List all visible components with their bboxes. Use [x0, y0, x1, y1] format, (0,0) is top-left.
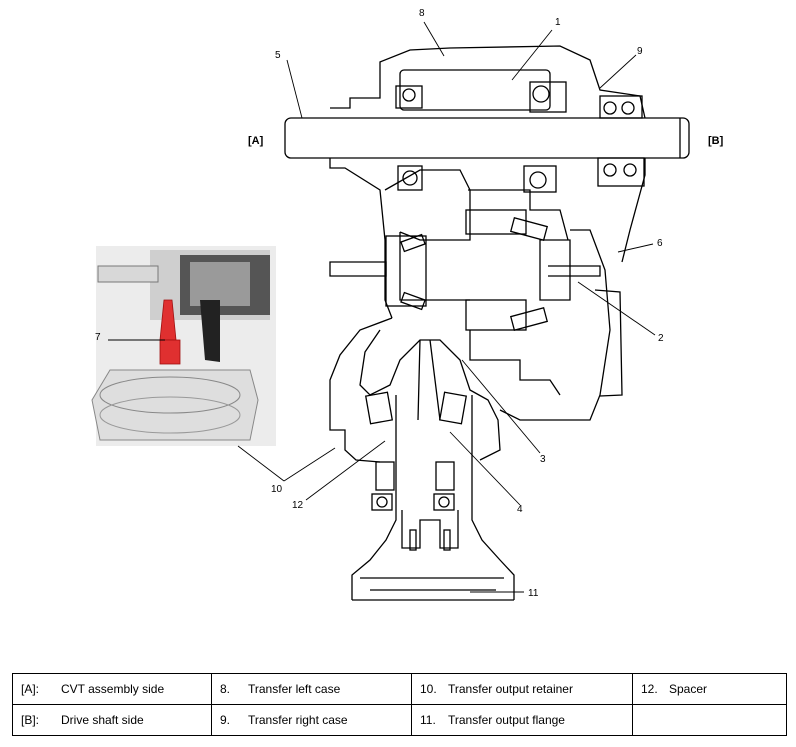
legend-cell: 11. Transfer output flange: [411, 704, 633, 736]
legend-key: 11.: [420, 713, 436, 727]
callout-1: 1: [555, 17, 561, 28]
callout-11: 11: [528, 588, 539, 599]
callout-10: 10: [271, 484, 283, 495]
callout-9: 9: [637, 46, 643, 57]
legend-text: Spacer: [669, 682, 708, 696]
legend-cell: 8. Transfer left case: [211, 673, 412, 705]
legend-text: CVT assembly side: [61, 682, 165, 696]
inset-detail: [91, 246, 276, 446]
gear-housing: [329, 169, 623, 421]
legend-key: [B]:: [21, 713, 40, 727]
legend-cell: [632, 704, 787, 736]
legend-text: Drive shaft side: [61, 713, 144, 727]
legend-key: 9.: [220, 713, 231, 727]
legend-key: 10.: [420, 682, 437, 696]
legend-cell: 10. Transfer output retainer: [411, 673, 633, 705]
legend-key: 12.: [641, 682, 658, 696]
legend-cell: [A]: CVT assembly side: [12, 673, 212, 705]
callout-4: 4: [517, 504, 523, 515]
legend-text: Transfer output retainer: [448, 682, 573, 696]
upper-housing: [329, 45, 646, 263]
side-b-label: [B]: [708, 135, 724, 147]
callout-2: 2: [658, 333, 664, 344]
legend-text: Transfer output flange: [448, 713, 565, 727]
legend-text: Transfer right case: [248, 713, 348, 727]
callout-8: 8: [419, 8, 425, 19]
callout-5: 5: [275, 50, 281, 61]
main-shaft: [284, 117, 690, 159]
callout-7: 7: [95, 332, 101, 343]
callout-3: 3: [540, 454, 546, 465]
legend-cell: 12. Spacer: [632, 673, 787, 705]
side-a-label: [A]: [248, 135, 264, 147]
legend-text: Transfer left case: [248, 682, 341, 696]
legend-key: [A]:: [21, 682, 40, 696]
callout-11-12: 12: [292, 500, 304, 511]
legend-key: 8.: [220, 682, 231, 696]
lower-output-assembly: [329, 317, 515, 601]
legend-cell: [B]: Drive shaft side: [12, 704, 212, 736]
leader-lines: [108, 21, 656, 593]
legend-table: [A]: CVT assembly side 8. Transfer left ca…: [12, 673, 787, 736]
transfer-assembly-diagram: [A] [B] 1 2 3 4 5 6 7 8 9 10 12 11: [91, 8, 724, 601]
legend-row: [A]: CVT assembly side 8. Transfer left ca…: [12, 673, 787, 705]
legend-row: [B]: Drive shaft side 9. Transfer right ca…: [12, 704, 787, 736]
legend-cell: 9. Transfer right case: [211, 704, 412, 736]
callout-6: 6: [657, 238, 663, 249]
